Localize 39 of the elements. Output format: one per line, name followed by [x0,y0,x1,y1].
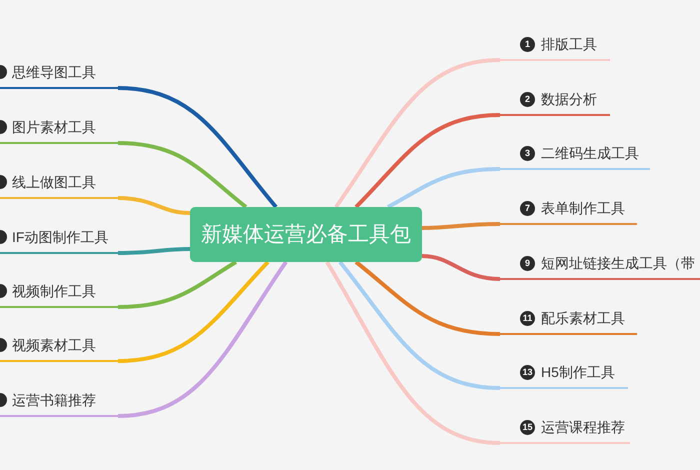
topic-text: 视频素材工具 [12,336,96,355]
number-badge: 2 [520,92,535,107]
branch-line [118,260,238,309]
topic-text: IF动图制作工具 [12,228,108,247]
topic-text: 视频制作工具 [12,282,96,301]
branch-line [422,222,500,230]
topic-text: 短网址链接生成工具（带 [541,254,695,273]
number-badge: 9 [520,256,535,271]
branch-line [325,260,500,445]
topic-text: 思维导图工具 [12,63,96,82]
branch-line [118,260,270,363]
branch-line [118,247,190,255]
topic-text: 配乐素材工具 [541,309,625,328]
topic-text: H5制作工具 [541,363,615,382]
number-badge: 11 [520,311,535,326]
branch-line [422,254,500,281]
number-badge: 7 [520,201,535,216]
branch-line [338,260,500,390]
number-badge: 3 [520,146,535,161]
branch-line [118,141,248,209]
central-topic-box: 新媒体运营必备工具包 [190,207,422,262]
branch-line [354,113,500,208]
branch-line [118,260,288,418]
topic-text: 表单制作工具 [541,199,625,218]
branch-line [118,86,278,208]
topic-text: 排版工具 [541,35,597,54]
topic-text: 运营书籍推荐 [12,391,96,410]
topic-text: 数据分析 [541,90,597,109]
branch-line [118,196,190,215]
branch-line [354,260,500,336]
topic-text: 运营课程推荐 [541,418,625,437]
topic-text: 二维码生成工具 [541,144,639,163]
topic-text: 图片素材工具 [12,118,96,137]
number-badge: 1 [520,37,535,52]
number-badge: 15 [520,420,535,435]
topic-text: 线上做图工具 [12,173,96,192]
branch-line [334,58,500,208]
branch-line [387,167,500,209]
number-badge: 13 [520,365,535,380]
